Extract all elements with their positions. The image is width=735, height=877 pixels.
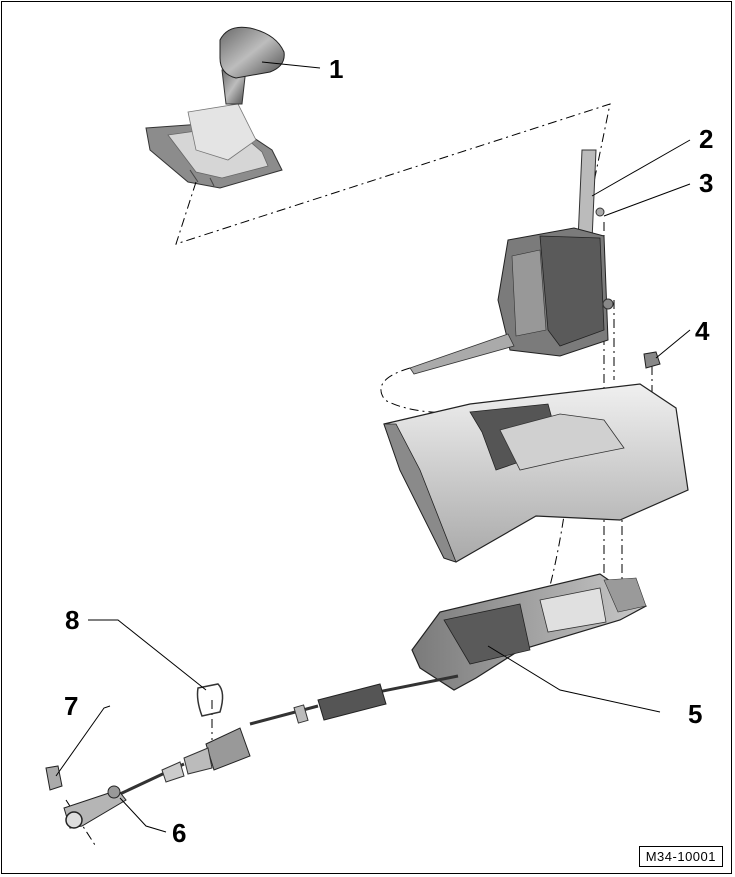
- callout-7: 7: [64, 691, 79, 721]
- selector-housing-lower: [411, 573, 648, 691]
- callout-6: 6: [172, 818, 187, 848]
- callout-3: 3: [699, 168, 714, 198]
- securing-clip-part: [196, 683, 224, 717]
- callout-leaders: [55, 61, 691, 833]
- selector-cable: [63, 674, 459, 829]
- callout-2: 2: [699, 124, 714, 154]
- center-console-trim: [383, 383, 689, 563]
- callout-4: 4: [695, 316, 710, 346]
- retaining-clip-part: [45, 765, 63, 791]
- callout-5: 5: [688, 699, 703, 729]
- callout-1: 1: [329, 54, 344, 84]
- callout-8: 8: [65, 605, 80, 635]
- figure-id-label: M34-10001: [638, 846, 723, 867]
- selector-mechanism-upper: [409, 149, 661, 375]
- selector-lever-knob-part: [145, 26, 285, 189]
